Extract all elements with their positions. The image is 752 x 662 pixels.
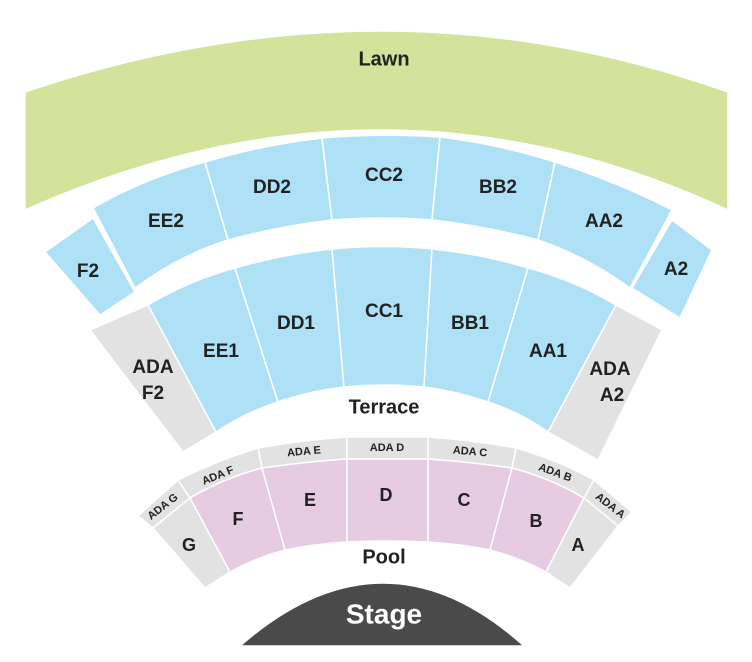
section-cc2[interactable]	[321, 134, 441, 221]
section-f2[interactable]	[43, 216, 136, 316]
section-aa2[interactable]	[537, 161, 674, 290]
section-a2[interactable]	[630, 218, 713, 320]
terrace-label: Terrace	[349, 396, 420, 418]
section-cc1[interactable]	[331, 245, 433, 388]
stage	[238, 582, 526, 647]
section-a[interactable]	[545, 496, 620, 590]
section-d[interactable]	[346, 458, 429, 543]
section-ada-d[interactable]	[346, 436, 429, 460]
pool-label: Pool	[362, 546, 405, 568]
lawn-section[interactable]	[24, 30, 729, 212]
section-dd2[interactable]	[204, 137, 333, 241]
section-bb2[interactable]	[431, 136, 556, 241]
section-ada-a2[interactable]	[546, 303, 663, 462]
